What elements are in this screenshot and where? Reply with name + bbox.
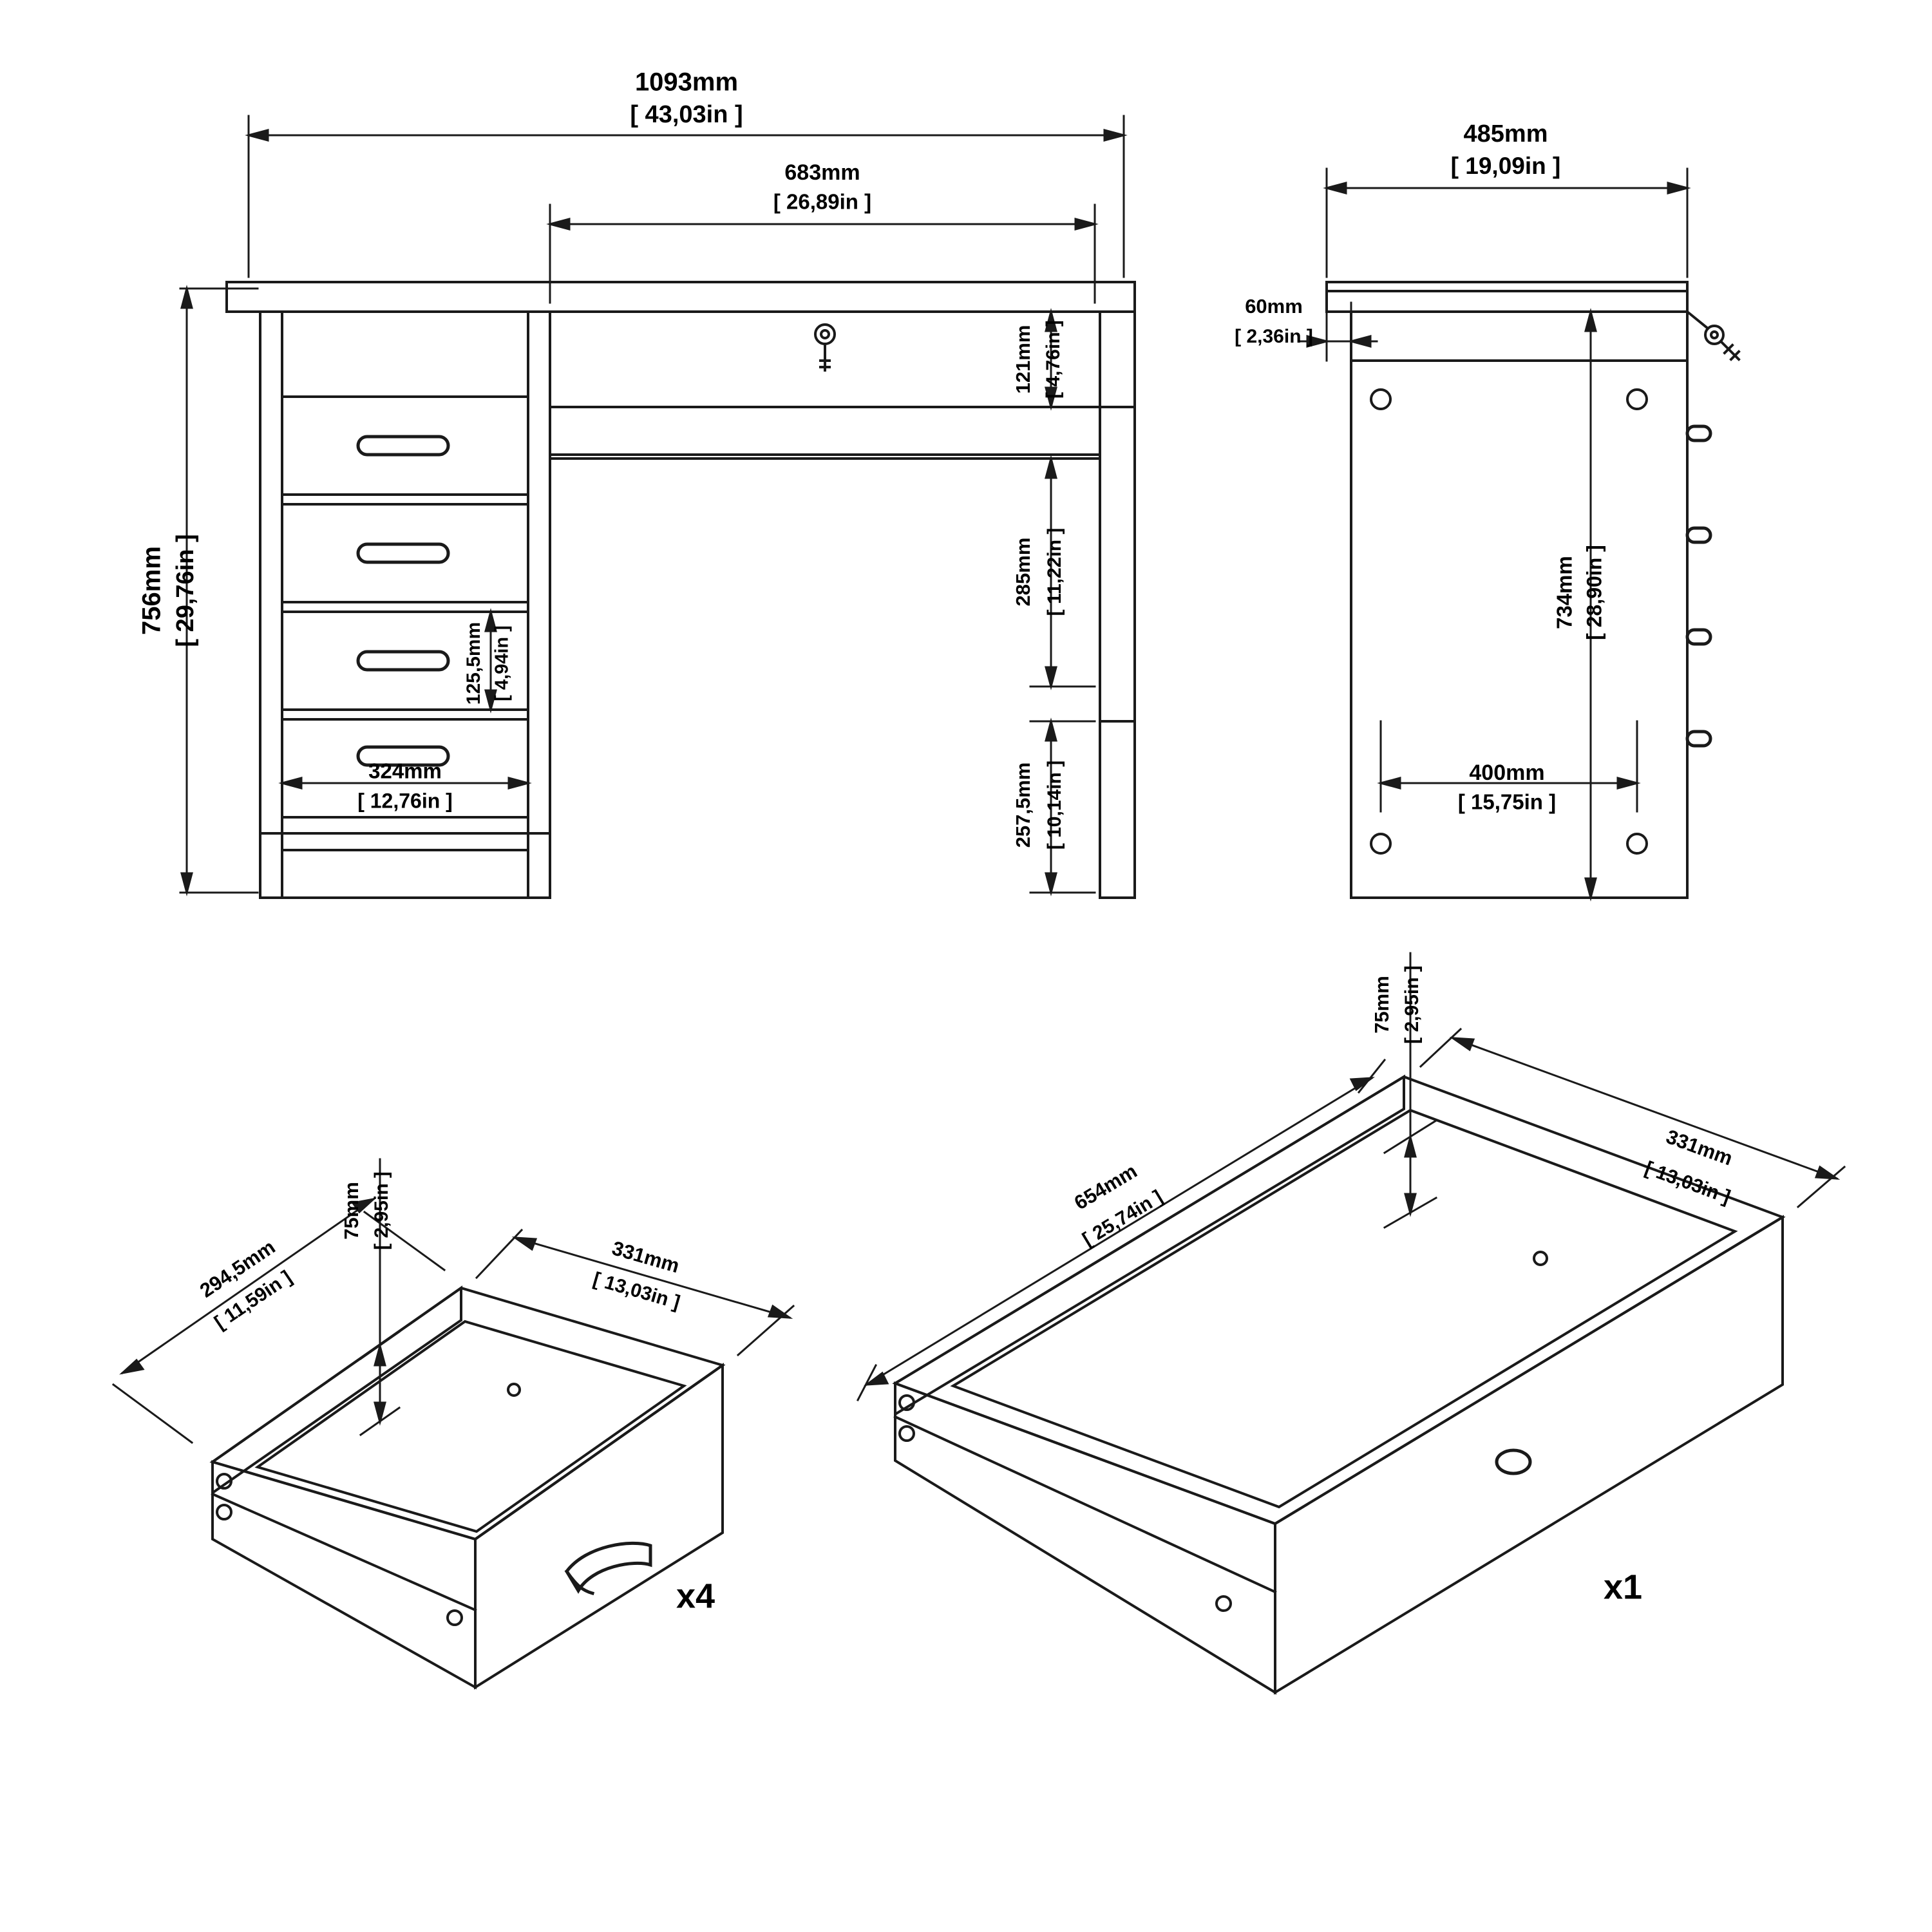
dim-overall-height-in: [ 29,76in ] — [172, 534, 199, 647]
small-drawer-geometry — [209, 1285, 726, 1690]
dim-overall-depth-in: [ 19,09in ] — [1451, 153, 1561, 179]
dim-lower-leg-height-in: [ 10,14in ] — [1044, 761, 1065, 849]
dim-top-drawer-height-in: [ 4,76in ] — [1043, 320, 1064, 399]
small-drawer-dimensions — [111, 1158, 795, 1444]
side-view-geometry — [1325, 281, 1741, 899]
dim-drawer-unit-width-mm: 324mm — [368, 759, 442, 783]
dim-lower-leg-height-mm: 257,5mm — [1012, 762, 1034, 848]
small-drawer-quantity: x4 — [676, 1577, 715, 1615]
dim-side-panel-depth-mm: 400mm — [1469, 761, 1544, 785]
side-view-dimensions — [1298, 167, 1691, 902]
dim-overall-depth-mm: 485mm — [1464, 120, 1548, 147]
dim-knee-space-height-mm: 285mm — [1012, 538, 1034, 607]
dim-knee-space-height-in: [ 11,22in ] — [1044, 528, 1065, 616]
front-view-dimensions — [179, 115, 1128, 896]
dim-side-drawer-height-in: [ 4,94in ] — [492, 625, 513, 701]
dim-large-drawer-height-mm: 75mm — [1370, 976, 1393, 1034]
dim-large-drawer-height-in: [ 2,95in ] — [1401, 965, 1423, 1044]
dim-side-drawer-height-mm: 125,5mm — [463, 622, 484, 705]
dim-side-panel-height-in: [ 28,90in ] — [1582, 545, 1605, 640]
dim-side-panel-depth-in: [ 15,75in ] — [1458, 790, 1556, 814]
dim-small-drawer-width-mm: 331mm — [609, 1236, 681, 1277]
dim-small-drawer-height-mm: 75mm — [340, 1182, 363, 1240]
dim-overall-width-in: [ 43,03in ] — [630, 101, 743, 128]
dim-overall-height-mm: 756mm — [138, 546, 166, 635]
dim-top-overhang-mm: 60mm — [1245, 295, 1303, 317]
dim-top-drawer-width-mm: 683mm — [784, 160, 860, 185]
large-drawer-quantity: x1 — [1604, 1567, 1642, 1606]
dim-small-drawer-height-in: [ 2,95in ] — [371, 1171, 392, 1250]
dim-large-drawer-depth-mm: 331mm — [1663, 1125, 1736, 1170]
dim-side-panel-height-mm: 734mm — [1553, 556, 1577, 629]
dim-top-overhang-in: [ 2,36in ] — [1235, 326, 1313, 347]
large-drawer-geometry — [892, 1074, 1786, 1695]
dim-overall-width-mm: 1093mm — [635, 68, 738, 97]
large-drawer-dimensions — [856, 952, 1846, 1402]
dim-top-drawer-height-mm: 121mm — [1012, 325, 1034, 394]
dim-drawer-unit-width-in: [ 12,76in ] — [357, 789, 453, 812]
dim-top-drawer-width-in: [ 26,89in ] — [773, 190, 871, 214]
